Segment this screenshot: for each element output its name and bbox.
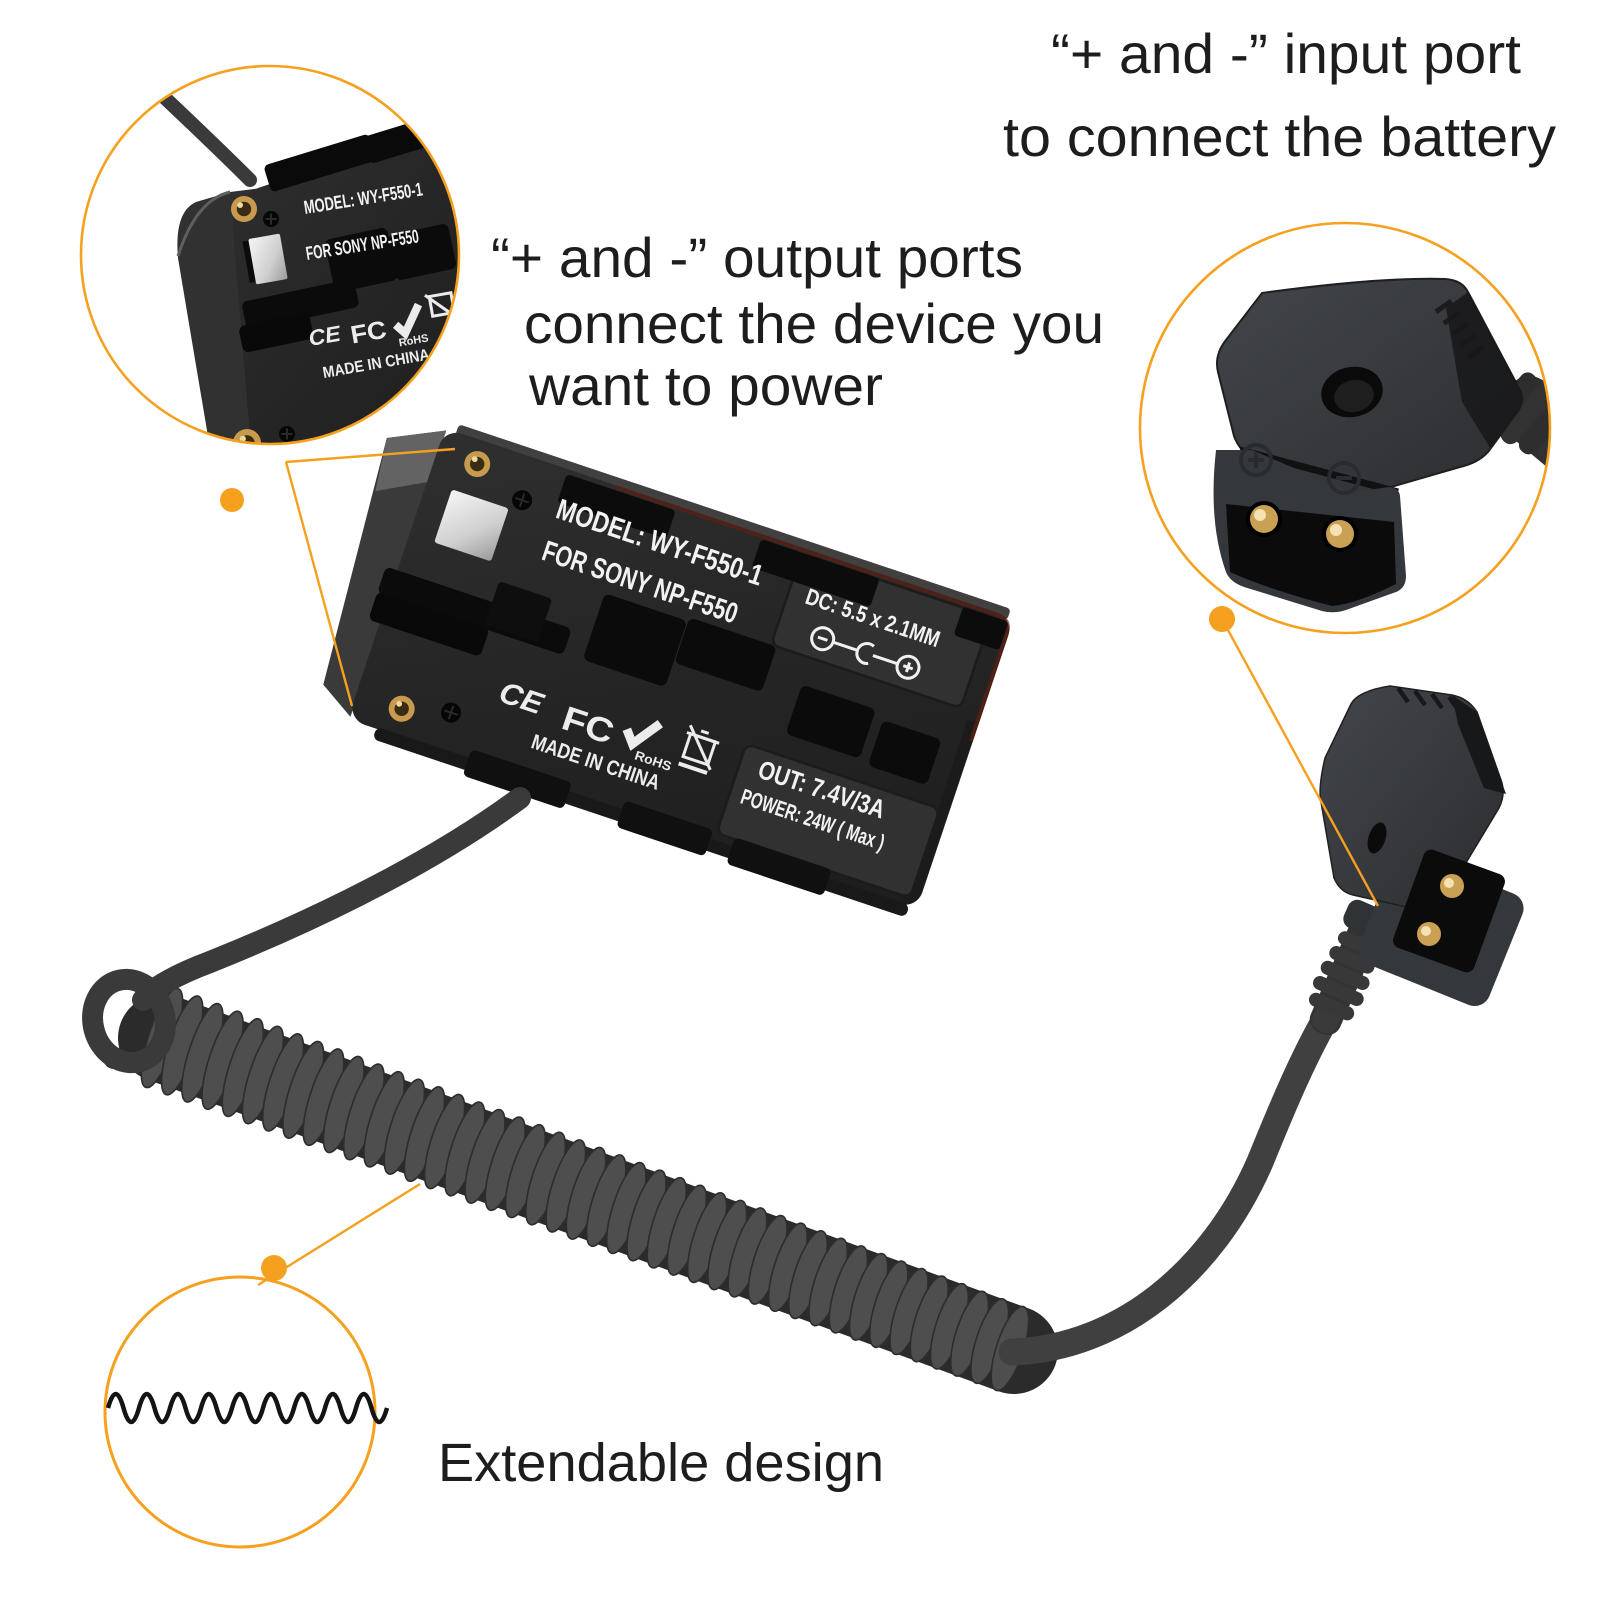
- svg-text:CE: CE: [307, 321, 344, 351]
- svg-text:want to power: want to power: [528, 354, 883, 417]
- svg-text:“+ and -” input port: “+ and -” input port: [1051, 22, 1521, 85]
- svg-text:Extendable design: Extendable design: [438, 1433, 884, 1493]
- svg-text:to connect the battery: to connect the battery: [1003, 105, 1556, 168]
- svg-text:RoHS: RoHS: [398, 332, 430, 349]
- svg-text:FC: FC: [348, 316, 388, 350]
- svg-text:connect the device you: connect the device you: [524, 292, 1104, 355]
- svg-text:“+ and -” output ports: “+ and -” output ports: [491, 226, 1023, 289]
